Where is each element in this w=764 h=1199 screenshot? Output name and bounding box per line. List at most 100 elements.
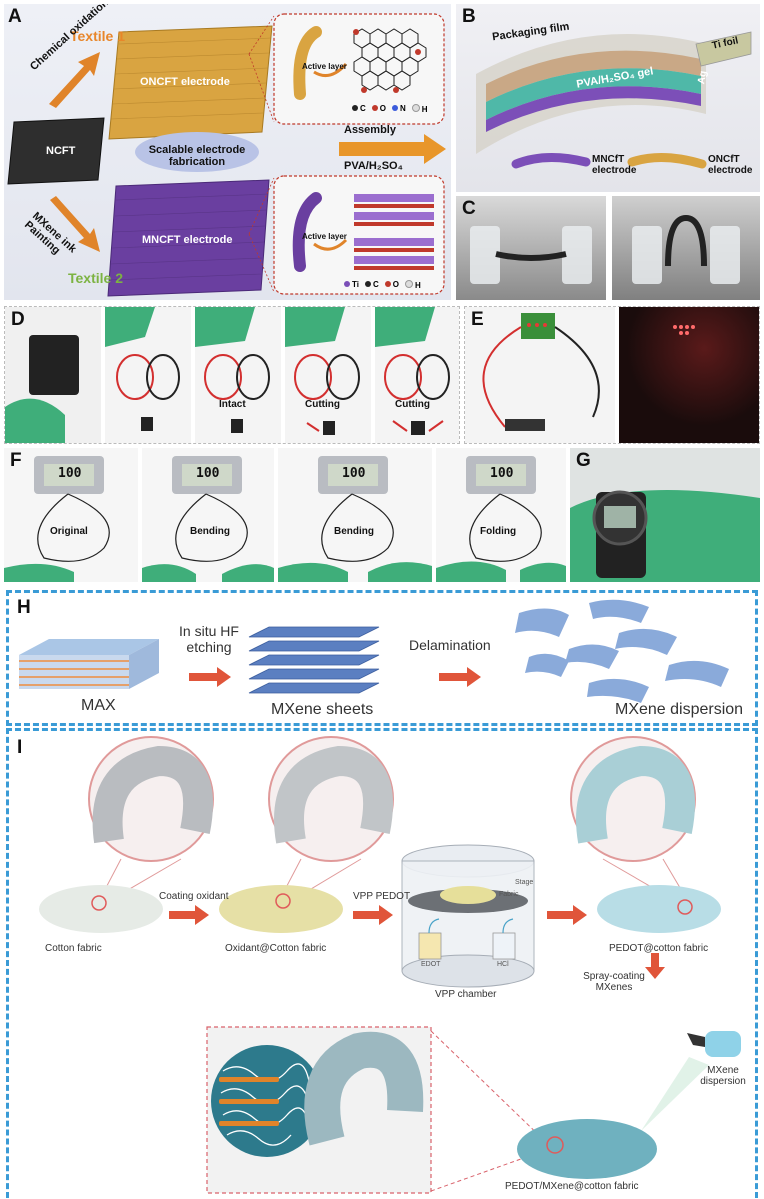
intact-label: Intact [219,399,246,410]
pva-label: PVA/H₂SO₄ [344,160,403,172]
panel-d-label: D [11,309,25,330]
panel-f-label: F [10,450,22,471]
panel-c-label: C [462,198,476,219]
oxidant-fabric [219,885,343,933]
vpp-pedot-label: VPP PEDOT [353,891,411,902]
assembly-arrow [339,134,446,164]
panel-i: I [6,728,758,1198]
photo-e-led-dark [619,307,759,443]
panel-h-graphics [19,599,729,703]
legend-2-h: H [404,280,421,290]
ncft-label: NCFT [46,145,76,157]
ag-label: Ag [696,69,710,86]
photo-d-cutting-1 [285,307,371,443]
legend-1: C O N H [352,104,428,114]
mxene-sheets-stack [248,626,380,694]
cotton-label: Cotton fabric [45,943,102,954]
panel-a-graphics [7,13,446,297]
panel-c: C [456,196,760,300]
panel-a: A [4,4,451,300]
panel-g: G [570,448,760,582]
b-oncft-label: ONCfT electrode [708,154,753,176]
fiber-2 [292,192,322,272]
photo-f-original [4,448,138,582]
panel-h-label: H [17,597,31,618]
mncft-label: MNCFT electrode [142,234,233,246]
final-fabric-label: PEDOT/MXene@cotton fabric [505,1181,639,1192]
pedot-label: PEDOT@cotton fabric [609,943,709,954]
bending-label-2: Bending [334,526,374,537]
mxene-layers [354,194,434,270]
photo-g-watch [570,490,760,582]
legend-1-c: C [352,104,366,114]
textile1-label: Textile 1 [70,28,125,44]
panel-d: D Intact Cutting Cutting [4,306,460,444]
step1-label: In situ HF etching [179,623,239,655]
max-stack [19,639,159,689]
edot-label: EDOT [421,961,441,968]
panel-a-label: A [8,6,22,27]
panel-e: E [464,306,760,444]
mxene-flakes [515,599,729,703]
panel-e-label: E [471,309,484,330]
scalable-label: Scalable electrode fabrication [148,144,246,168]
panel-g-label: G [576,450,591,471]
active-layer-1: Active layer [302,62,347,71]
graphene-lattice [353,28,427,91]
ncft-textile [7,117,105,185]
active-layer-2: Active layer [302,232,347,241]
fabric-label: Fabric [499,891,519,898]
folding-label: Folding [480,526,517,537]
coating-oxidant-label: Coating oxidant [159,891,229,902]
vpp-chamber-label: VPP chamber [435,989,497,1000]
clock-readout-2: 100 [196,466,220,481]
spray-bottle [705,1031,741,1057]
b-mncft-label: MNCfT electrode [592,154,637,176]
bending-label-1: Bending [190,526,230,537]
photo-c-flat [456,196,606,300]
step2-label: Delamination [409,637,491,653]
final-fabric [517,1119,657,1179]
photo-f-folding [436,448,566,582]
original-label: Original [50,526,88,537]
photo-c-bent [612,196,760,300]
legend-1-o: O [371,104,386,114]
oncft-label: ONCFT electrode [140,76,230,88]
photo-f-bending-2 [278,448,432,582]
mxene-sheets-label: MXene sheets [271,701,374,718]
oxidation-arrow [49,52,100,108]
clock-readout-4: 100 [490,466,514,481]
clock-readout-1: 100 [58,466,82,481]
legend-1-h: H [411,104,428,114]
photo-d-textile [5,307,101,443]
hcl-label: HCl [497,961,509,968]
panel-h: H [6,590,758,726]
scalable-ellipse [135,132,259,172]
photo-d-cutting-2 [375,307,459,443]
vpp-chamber [401,844,535,988]
photo-e-circuit [465,307,615,443]
panel-i-label: I [17,737,23,758]
legend-1-n: N [392,104,406,114]
textile2-label: Textile 2 [68,270,123,286]
panel-b: B Packaging film Ti foil Ag PVA/H₂SO₄ ge… [456,4,760,192]
legend-2-ti: Ti [344,280,359,290]
panel-i-graphics [39,736,741,1194]
photo-f-bending-1 [142,448,274,582]
stage-label: Stage [515,879,534,886]
oxidant-label: Oxidant@Cotton fabric [225,943,327,954]
legend-2-c: C [364,280,379,290]
cutting-label-2: Cutting [395,399,430,410]
photo-d-intact [195,307,281,443]
painting-arrow [50,196,100,252]
clock-readout-3: 100 [342,466,366,481]
mxene-dispersion-label: MXene dispersion [615,701,744,718]
assembly-label: Assembly [344,124,396,136]
mxene-dispersion-i-label: MXene dispersion [700,1065,746,1087]
photo-d-2 [105,307,191,443]
max-label: MAX [81,697,116,714]
legend-2-o: O [384,280,399,290]
legend-2: Ti C O H [344,280,421,290]
spray-coating-label: Spray-coating MXenes [583,971,645,993]
cutting-label-1: Cutting [305,399,340,410]
